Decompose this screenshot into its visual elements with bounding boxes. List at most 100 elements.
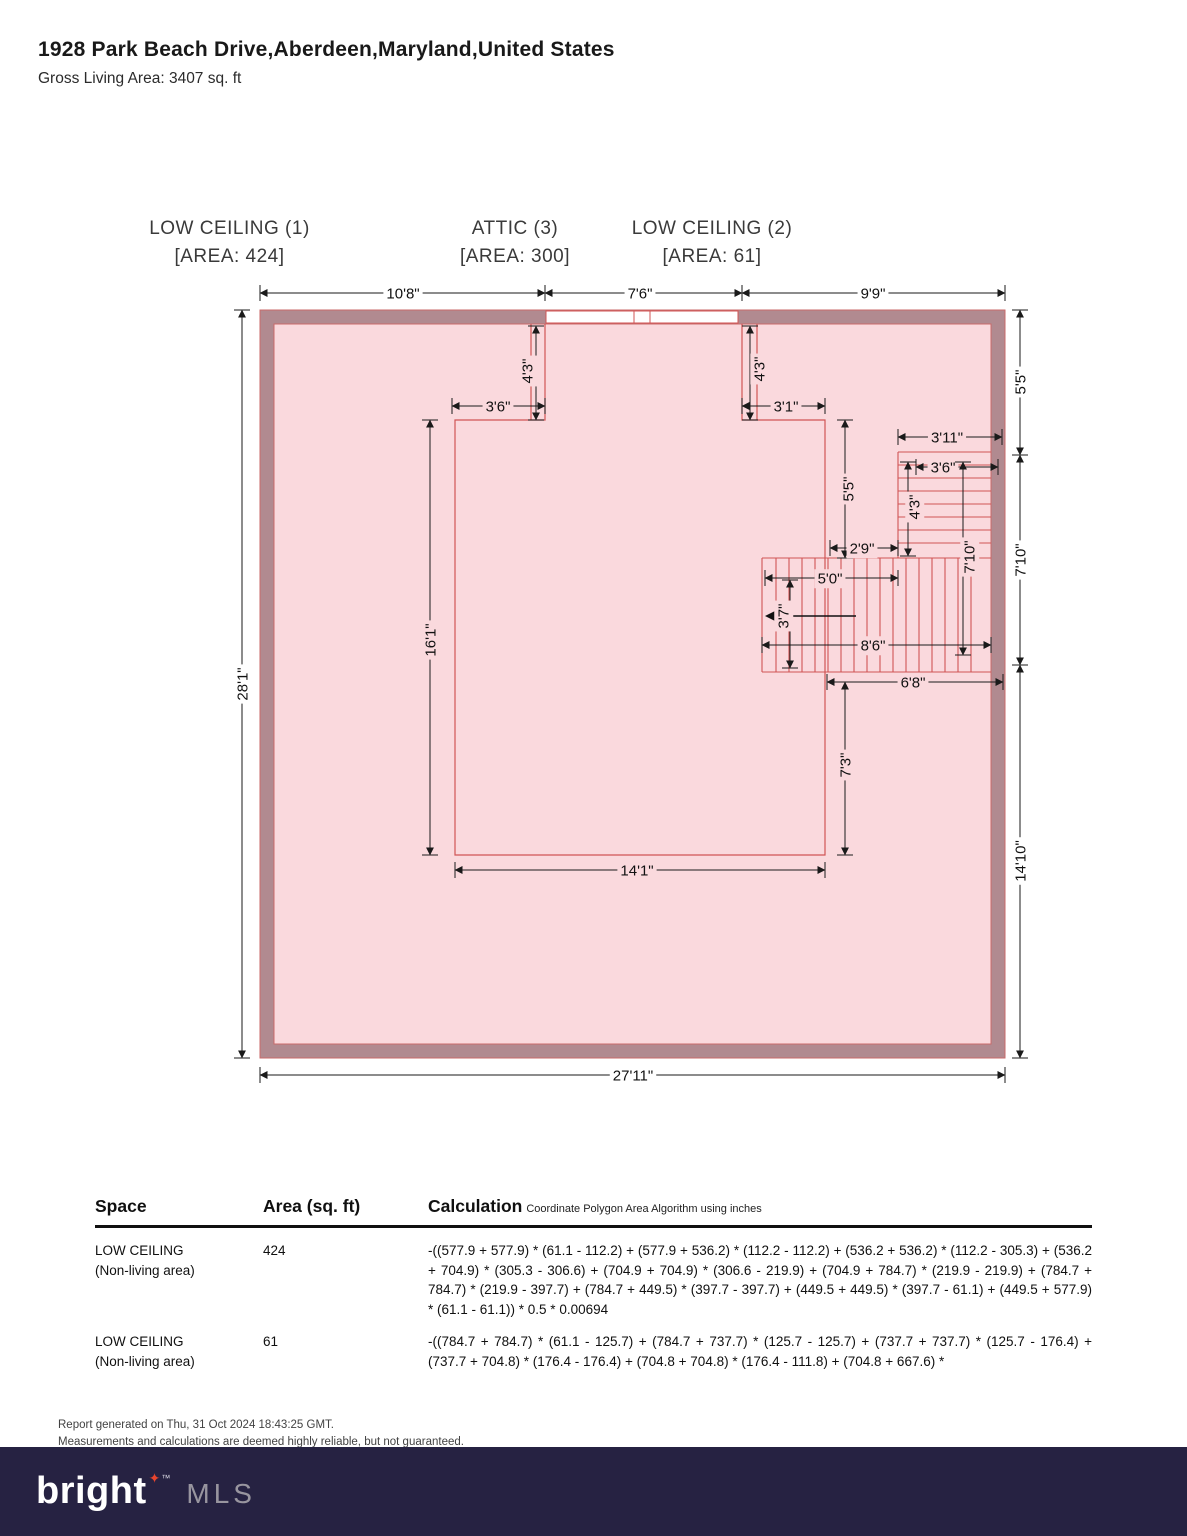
svg-text:4'3": 4'3" (906, 495, 923, 520)
table-row: LOW CEILING (Non-living area) 61 -((784.… (95, 1332, 1092, 1371)
dimension-annotations: 10'8" 7'6" 9'9" 28'1" 5'5" 7'10" 14'10" 27'11" 4… (233, 284, 1031, 1086)
dimension-label: 16'1" (421, 620, 441, 660)
zone-label-low-ceiling-2: LOW CEILING (2) [AREA: 61] (612, 215, 812, 270)
svg-text:3'6": 3'6" (486, 398, 511, 415)
svg-text:14'1": 14'1" (620, 862, 653, 879)
zone-name: LOW CEILING (1) (149, 218, 310, 239)
dimension-top_left: 10'8" (259, 284, 546, 304)
svg-text:5'5": 5'5" (1012, 370, 1029, 395)
dimension-label: 28'1" (233, 664, 253, 704)
dimension-label: 4'3" (905, 491, 925, 523)
dimension-top_right: 9'9" (741, 284, 1006, 304)
dimension-right_middle: 7'10" (1011, 454, 1031, 666)
space-cell: LOW CEILING (Non-living area) (95, 1241, 263, 1319)
space-cell: LOW CEILING (Non-living area) (95, 1332, 263, 1371)
space-type: (Non-living area) (95, 1353, 195, 1369)
space-name: LOW CEILING (95, 1243, 184, 1258)
gross-living-area: Gross Living Area: 3407 sq. ft (38, 70, 242, 87)
zone-name: ATTIC (3) (471, 218, 559, 239)
dimension-stair_top_width: 3'11" (897, 428, 1003, 448)
dimension-right_lower: 14'10" (1011, 664, 1031, 1059)
trademark-symbol: ™ (161, 1473, 171, 1483)
dimension-stair_lower_width: 5'0" (764, 569, 899, 589)
zone-label-low-ceiling-1: LOW CEILING (1) [AREA: 424] (112, 215, 347, 270)
svg-text:27'11": 27'11" (613, 1067, 653, 1084)
svg-text:10'8": 10'8" (386, 285, 419, 302)
zone-name: LOW CEILING (2) (631, 218, 793, 239)
svg-text:7'10": 7'10" (961, 540, 978, 573)
dimension-bottom_overall: 27'11" (259, 1066, 1006, 1086)
zone-area: [AREA: 300] (459, 245, 571, 267)
dimension-label: 8'6" (857, 636, 889, 656)
svg-text:7'6": 7'6" (628, 285, 653, 302)
dimension-label: 10'8" (383, 284, 423, 304)
calculation-note: Coordinate Polygon Area Algorithm using … (526, 1203, 762, 1215)
svg-text:7'3": 7'3" (837, 753, 854, 778)
dimension-attic_top_right_depth: 4'3" (742, 325, 770, 421)
space-name: LOW CEILING (95, 1334, 184, 1350)
dimension-label: 3'1" (770, 397, 802, 417)
dimension-label: 6'8" (897, 673, 929, 693)
dimension-label: 14'1" (617, 861, 657, 881)
report-header: 1928 Park Beach Drive,Aberdeen,Maryland,… (38, 38, 615, 88)
svg-text:3'7": 3'7" (775, 604, 792, 629)
dimension-label: 7'3" (836, 749, 856, 781)
svg-text:8'6": 8'6" (861, 637, 886, 654)
svg-text:5'0": 5'0" (818, 570, 843, 587)
dimension-stair_right_run: 7'10" (955, 461, 980, 656)
dimension-label: 5'5" (1011, 366, 1031, 398)
svg-text:3'11": 3'11" (931, 429, 963, 446)
calculation-cell: -((577.9 + 577.9) * (61.1 - 112.2) + (57… (428, 1243, 1092, 1317)
report-disclaimer: Report generated on Thu, 31 Oct 2024 18:… (58, 1417, 464, 1450)
dimension-label: 9'9" (857, 284, 889, 304)
dimension-stair_total_run: 8'6" (761, 636, 992, 656)
dimension-attic_notch_left: 3'6" (451, 397, 546, 417)
dimension-label: 14'10" (1011, 837, 1031, 885)
area-cell: 424 (263, 1243, 286, 1258)
dimension-label: 7'10" (960, 537, 980, 577)
dimension-stair_left_height: 5'5" (837, 419, 859, 559)
area-cell: 61 (263, 1334, 279, 1350)
bright-mls-logo: bright ✦ ™ MLS (36, 1470, 256, 1513)
dimension-label: 5'0" (814, 569, 846, 589)
svg-text:14'10": 14'10" (1012, 840, 1029, 882)
dimension-label: 3'6" (482, 397, 514, 417)
star-icon: ✦ (148, 1470, 161, 1486)
exterior-walls (259, 309, 1006, 1059)
dimension-label: 3'11" (927, 428, 967, 448)
mls-label: MLS (186, 1478, 256, 1509)
calculation-cell: -((784.7 + 784.7) * (61.1 - 125.7) + (78… (428, 1334, 1092, 1369)
dimension-stair_upper_run: 4'3" (900, 461, 925, 557)
dimension-low_ceiling2_width: 6'8" (826, 673, 1004, 693)
svg-text:3'6": 3'6" (931, 459, 956, 476)
svg-text:5'5": 5'5" (840, 477, 857, 502)
svg-text:16'1": 16'1" (422, 623, 439, 656)
table-row: LOW CEILING (Non-living area) 424 -((577… (95, 1241, 1092, 1319)
svg-text:3'1": 3'1" (774, 398, 799, 415)
dimension-label: 2'9" (846, 539, 878, 559)
brand-name: bright (36, 1470, 147, 1512)
space-type: (Non-living area) (95, 1262, 195, 1278)
zone-label-attic: ATTIC (3) [AREA: 300] (420, 215, 610, 270)
attic-window (545, 310, 739, 324)
dimension-attic_width: 14'1" (454, 861, 826, 881)
zone-area: [AREA: 61] (662, 245, 762, 267)
zone-area: [AREA: 424] (174, 245, 285, 267)
dimension-stair_landing_width: 2'9" (829, 539, 899, 559)
generated-timestamp: Report generated on Thu, 31 Oct 2024 18:… (58, 1419, 334, 1431)
dimension-label: 4'3" (518, 355, 538, 387)
dimension-attic_notch_right: 3'1" (741, 397, 826, 417)
dimension-label: 3'6" (927, 458, 959, 478)
column-header-space: Space (95, 1196, 147, 1216)
dimension-stair_lower_depth: 3'7" (774, 579, 798, 669)
dimension-low_ceiling2_height: 7'3" (836, 681, 856, 856)
dimension-label: 7'6" (624, 284, 656, 304)
svg-text:6'8": 6'8" (901, 674, 926, 691)
svg-text:2'9": 2'9" (850, 540, 875, 557)
dimension-label: 4'3" (750, 353, 770, 385)
